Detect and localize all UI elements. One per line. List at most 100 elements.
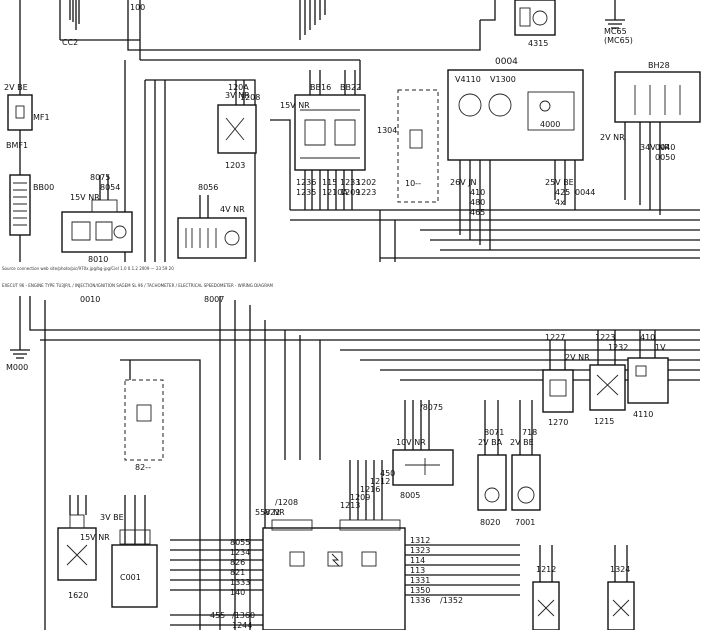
cc2-label: CC2: [62, 38, 78, 47]
1209-label: 1209: [350, 493, 370, 502]
1215-valve: [589, 364, 626, 411]
8005-sensor: [392, 449, 454, 486]
7001-label: 7001: [515, 518, 535, 527]
1352-label: /1352: [440, 596, 463, 605]
1203-relay: [217, 104, 257, 154]
bb22-label: BB22: [340, 83, 361, 92]
lightning-icon: [327, 551, 343, 567]
ecu-module: [262, 527, 406, 630]
1336-label: 1336: [410, 596, 430, 605]
bottom-wiring: [10, 296, 700, 630]
4v-nr-label: 4V NR: [220, 205, 245, 214]
1233-label: 1233: [340, 178, 360, 187]
2v-nr-label: 2V NR: [565, 353, 590, 362]
bb16-label: BB16: [310, 83, 331, 92]
15v-nr-relay-label: 15V NR: [280, 101, 310, 110]
3v-be-label: 3V BE: [100, 513, 124, 522]
mc65-label: MC65: [604, 27, 627, 36]
1270-sensor: [542, 369, 574, 413]
8071-label: 8071: [484, 428, 504, 437]
1236-label: 1236: [296, 178, 316, 187]
3v-nr-label: 3V NR: [225, 91, 250, 100]
mc65-ground-icon: [605, 0, 625, 29]
425-label: 425: [555, 188, 570, 197]
0010-label: 0010: [80, 295, 100, 304]
2v-nr-bh-label: 2V NR: [600, 133, 625, 142]
26v-jn-label: 26V JN: [450, 178, 477, 187]
1223-label: 1223: [356, 188, 376, 197]
1203-label: 1203: [225, 161, 245, 170]
injector-1-icon: [532, 581, 560, 630]
4110-label: 4110: [633, 410, 653, 419]
bottom-labels: M000 0010 8007 82-- 1620 C001 8005 8020 …: [6, 295, 666, 630]
82-label: 82--: [135, 463, 151, 472]
1244-label: 1244: [232, 621, 252, 630]
0050-label: 0050: [655, 153, 675, 162]
8020-sensor: [477, 454, 507, 511]
v4110-gauge-icon: [458, 93, 482, 117]
bb00-label: BB00: [33, 183, 54, 192]
8010-label: 8010: [88, 255, 108, 264]
1331-label: 1331: [410, 576, 430, 585]
1323-label: 1323: [410, 546, 430, 555]
injector-2-icon: [607, 581, 635, 630]
1235-label: 1235: [296, 188, 316, 197]
1208-label: /1208: [275, 498, 298, 507]
v1300-gauge-icon: [488, 93, 512, 117]
410-label: 410: [640, 333, 655, 342]
15v-nr-label: 15V NR: [80, 533, 110, 542]
10v-nr-label: 10V NR: [396, 438, 426, 447]
2v-be-label: 2V BE: [510, 438, 534, 447]
bmf1-label: BMF1: [6, 141, 28, 150]
450-label: 450: [380, 469, 395, 478]
2v-be-label: 2V BE: [4, 83, 28, 92]
1v-label: 1V: [655, 343, 666, 352]
0004-instrument-panel: [447, 69, 584, 161]
mc65-alt-label: (MC65): [604, 36, 633, 45]
718-label: 718: [522, 428, 537, 437]
bh28-label: BH28: [648, 61, 670, 70]
34v-nr-label: 34V NR: [640, 143, 670, 152]
m000-label: M000: [6, 363, 28, 372]
113-label: 113: [410, 566, 425, 575]
1202-label: 1202: [356, 178, 376, 187]
mf1-label: MF1: [33, 113, 50, 122]
455-label: 455: [210, 611, 225, 620]
25v-be-label: 25V BE: [545, 178, 574, 187]
114-label: 114: [410, 556, 425, 565]
bb00-battery: [9, 174, 31, 236]
10-label: 10--: [405, 179, 421, 188]
1216-label: 1216: [360, 485, 380, 494]
4000-meter-box: [527, 91, 575, 131]
8075-label: /8075: [420, 403, 443, 412]
bh28-connector: [614, 71, 701, 123]
15v-nr-label: 15V NR: [70, 193, 100, 202]
822-label: 822: [265, 508, 280, 517]
4315-label: 4315: [528, 39, 548, 48]
1350-label: 1350: [410, 586, 430, 595]
0044-label: 0044: [575, 188, 595, 197]
1208-label: 1208: [240, 93, 260, 102]
1270-label: 1270: [548, 418, 568, 427]
1215-label: 1215: [594, 417, 614, 426]
4315-box: [514, 0, 556, 36]
8075-label: 8075: [90, 173, 110, 182]
1223-label: 1223: [595, 333, 615, 342]
140-label: 140: [230, 588, 245, 597]
7001-speedometer: [511, 454, 541, 511]
1333-label: 1333: [230, 578, 250, 587]
4000-label: 4000: [540, 120, 560, 129]
10-connector: [397, 89, 439, 203]
c001-connector: [111, 544, 158, 608]
8007-wire-label: 8007: [204, 295, 224, 304]
1209-label: 1209: [340, 188, 360, 197]
4110-switch: [627, 357, 669, 404]
bmf1-fuse-box: [7, 94, 33, 131]
1620-label: 1620: [68, 591, 88, 600]
1210a-label: 1210A: [322, 188, 348, 197]
1312-label: 1312: [410, 536, 430, 545]
120a-label: 120A: [228, 83, 249, 92]
821-label: 821: [230, 568, 245, 577]
v1300-label: V1300: [490, 75, 516, 84]
